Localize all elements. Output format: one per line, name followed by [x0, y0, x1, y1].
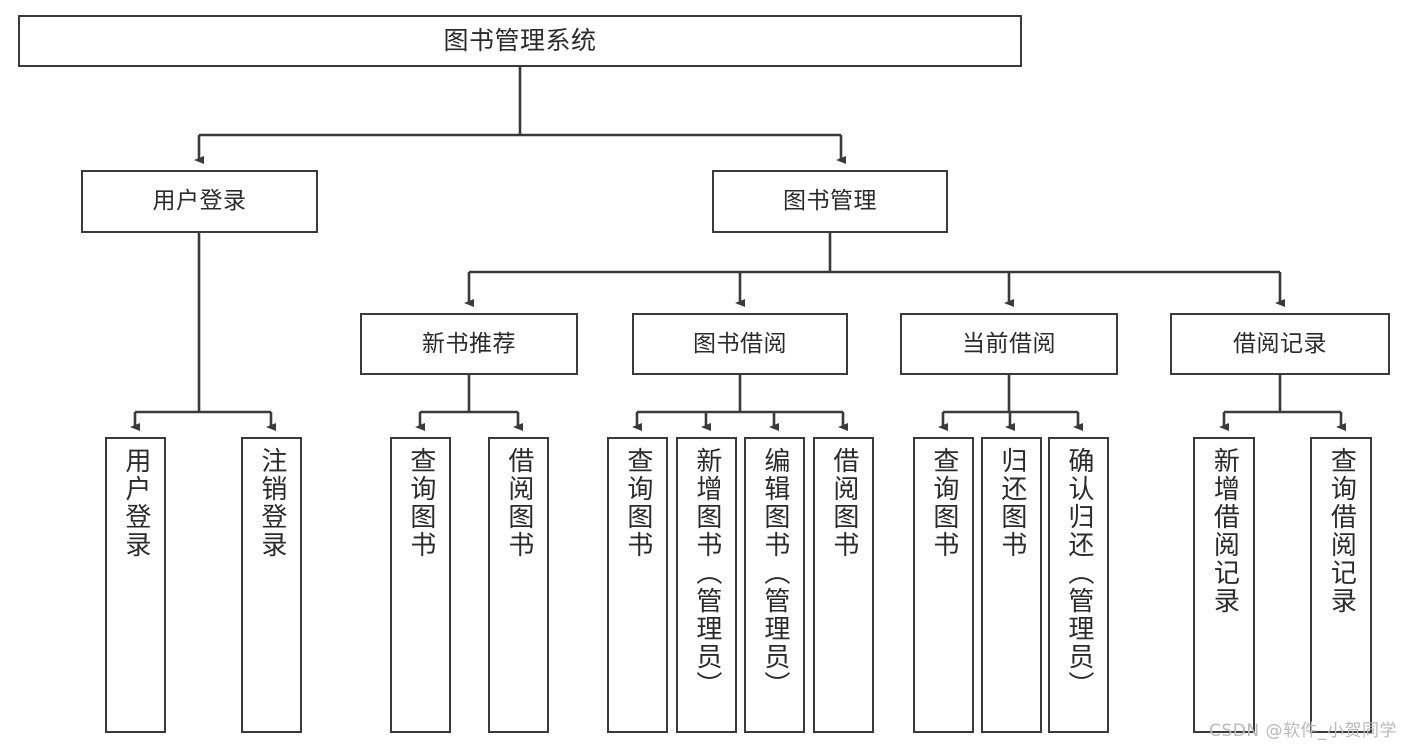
node-new-book-rec-label: 新书推荐 [422, 330, 516, 357]
node-leaf-rec-query-label: 查询图书 [405, 447, 436, 559]
node-book-manage-label: 图书管理 [783, 188, 877, 215]
node-leaf-user-login[interactable]: 用户登录 [105, 437, 166, 733]
node-leaf-borrow-add[interactable]: 新增图书（管理员） [676, 437, 737, 733]
node-current-borrow-label: 当前借阅 [962, 330, 1056, 357]
node-leaf-record-query[interactable]: 查询借阅记录 [1310, 437, 1372, 733]
node-leaf-borrow-add-label: 新增图书（管理员） [691, 447, 722, 699]
node-leaf-borrow-lend-label: 借阅图书 [828, 447, 859, 559]
node-leaf-current-return-label: 归还图书 [996, 447, 1027, 559]
node-leaf-record-add-label: 新增借阅记录 [1209, 447, 1240, 615]
node-leaf-user-logout-label: 注销登录 [256, 447, 287, 559]
node-borrow-record[interactable]: 借阅记录 [1170, 313, 1390, 375]
node-leaf-borrow-edit[interactable]: 编辑图书（管理员） [744, 437, 805, 733]
node-leaf-rec-query[interactable]: 查询图书 [390, 437, 451, 733]
node-leaf-borrow-lend[interactable]: 借阅图书 [813, 437, 874, 733]
node-root-label: 图书管理系统 [443, 25, 597, 55]
node-user-login-label: 用户登录 [152, 188, 247, 215]
node-leaf-current-confirm-label: 确认归还（管理员） [1063, 447, 1094, 699]
node-leaf-borrow-query[interactable]: 查询图书 [607, 437, 668, 733]
node-leaf-record-add[interactable]: 新增借阅记录 [1193, 437, 1255, 733]
node-leaf-rec-borrow[interactable]: 借阅图书 [488, 437, 549, 733]
node-leaf-rec-borrow-label: 借阅图书 [503, 447, 534, 559]
node-leaf-borrow-query-label: 查询图书 [622, 447, 653, 559]
node-book-manage[interactable]: 图书管理 [712, 170, 948, 233]
node-leaf-user-logout[interactable]: 注销登录 [241, 437, 302, 733]
node-book-borrow-label: 图书借阅 [693, 330, 787, 357]
node-leaf-borrow-edit-label: 编辑图书（管理员） [759, 447, 790, 699]
node-leaf-current-query-label: 查询图书 [928, 447, 959, 559]
node-leaf-user-login-label: 用户登录 [120, 447, 151, 559]
node-borrow-record-label: 借阅记录 [1233, 330, 1327, 357]
node-root[interactable]: 图书管理系统 [18, 15, 1022, 67]
node-leaf-record-query-label: 查询借阅记录 [1326, 447, 1357, 615]
node-leaf-current-return[interactable]: 归还图书 [981, 437, 1042, 733]
node-leaf-current-confirm[interactable]: 确认归还（管理员） [1048, 437, 1109, 733]
node-leaf-current-query[interactable]: 查询图书 [913, 437, 974, 733]
node-user-login[interactable]: 用户登录 [81, 170, 318, 233]
node-book-borrow[interactable]: 图书借阅 [632, 313, 848, 375]
node-new-book-rec[interactable]: 新书推荐 [360, 313, 578, 375]
node-current-borrow[interactable]: 当前借阅 [900, 313, 1118, 375]
